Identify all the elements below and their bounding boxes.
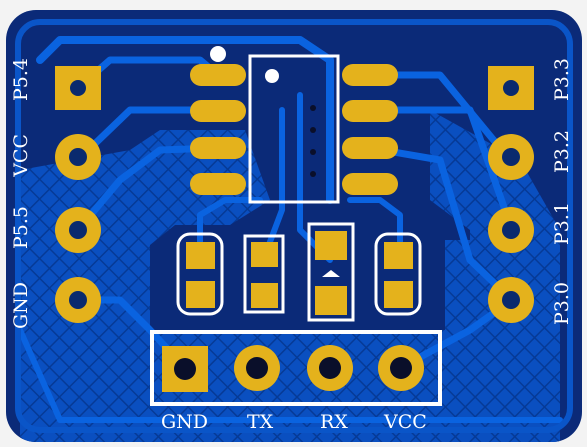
trace <box>366 106 516 234</box>
smd-outline <box>176 232 224 316</box>
via <box>310 127 316 133</box>
hole <box>69 291 87 309</box>
smd-outline <box>374 232 422 316</box>
smd-pad <box>315 286 347 315</box>
label-p3-0: P3.0 <box>551 282 573 326</box>
smd-pad <box>384 281 413 308</box>
hole <box>174 358 196 380</box>
ground-ring-trace <box>15 19 573 433</box>
smd-pad <box>251 283 278 308</box>
trace <box>366 144 516 304</box>
label-p5-5: P5.5 <box>10 206 32 250</box>
hole <box>246 357 268 379</box>
header-silkscreen-outline <box>150 330 442 406</box>
ic-pad <box>342 100 398 122</box>
smd-pad <box>186 242 215 269</box>
ic-pad <box>190 64 246 86</box>
hole <box>390 357 412 379</box>
hole <box>70 80 86 96</box>
pin1-dot <box>210 46 226 62</box>
copper-pour-hatched <box>20 130 560 442</box>
ic-pad <box>190 100 246 122</box>
label-gnd-header: GND <box>161 411 209 433</box>
label-p3-2: P3.2 <box>551 130 573 174</box>
hole <box>69 221 87 239</box>
ic-pad <box>342 173 398 195</box>
label-rx: RX <box>320 411 348 433</box>
trace <box>36 36 334 204</box>
label-p3-1: P3.1 <box>551 202 573 246</box>
via <box>310 171 316 177</box>
smd-pad <box>186 281 215 308</box>
label-p5-4: P5.4 <box>10 58 32 102</box>
ic-pad <box>342 64 398 86</box>
ic-silkscreen-outline <box>248 54 340 204</box>
label-vcc-left: VCC <box>10 134 32 177</box>
hole <box>502 221 520 239</box>
polarity-marker <box>322 270 340 277</box>
hole <box>319 357 341 379</box>
ic-pin1-marker <box>265 69 279 83</box>
ic-pad <box>342 137 398 159</box>
hole <box>69 148 87 166</box>
smd-pad <box>251 242 278 267</box>
trace <box>74 144 222 234</box>
smd-outline <box>307 222 355 322</box>
label-tx: TX <box>247 411 274 433</box>
via <box>310 105 316 111</box>
hole <box>502 148 520 166</box>
label-gnd-left: GND <box>10 282 32 330</box>
trace <box>17 327 563 423</box>
hole <box>502 291 520 309</box>
smd-pad <box>384 242 413 269</box>
label-vcc-header: VCC <box>384 411 427 433</box>
smd-outline <box>243 234 285 314</box>
hole <box>503 80 519 96</box>
via <box>310 149 316 155</box>
ic-pad <box>190 173 246 195</box>
smd-pad <box>315 231 347 260</box>
trace <box>262 107 285 258</box>
ic-pad <box>190 137 246 159</box>
label-p3-3: P3.3 <box>551 58 573 102</box>
